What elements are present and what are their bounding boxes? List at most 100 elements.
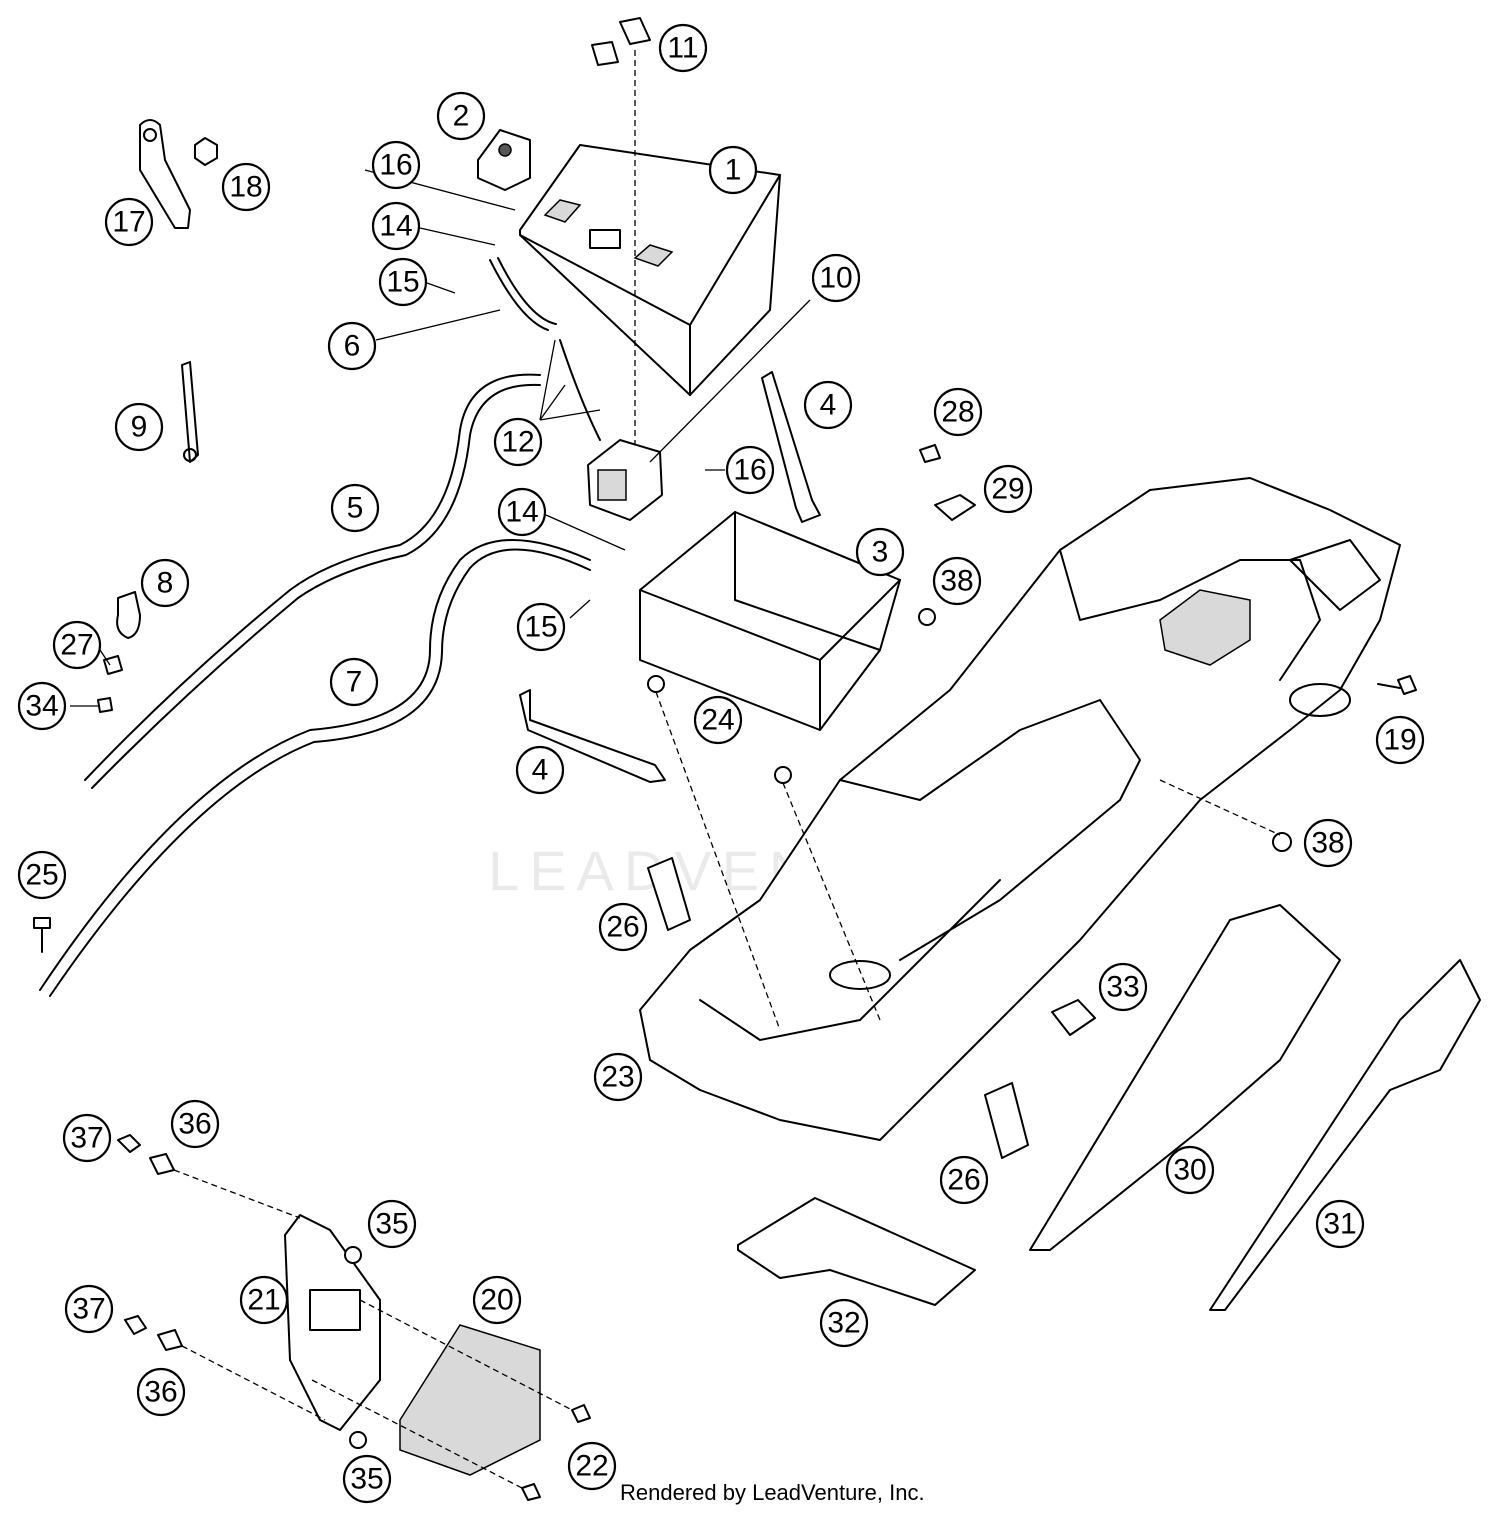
cable-7-inner: [49, 548, 591, 997]
callout-15-upper: 15: [378, 257, 428, 307]
svg-text:14: 14: [379, 210, 412, 243]
starter-relay: [559, 339, 663, 521]
bolt-22-a: [571, 1404, 591, 1423]
clip-33: [1051, 999, 1096, 1036]
callout-32: 32: [819, 1298, 869, 1348]
side-cover-30: [1029, 904, 1341, 1251]
svg-text:37: 37: [72, 1293, 105, 1326]
svg-text:32: 32: [827, 1307, 860, 1340]
callout-27: 27: [52, 620, 102, 670]
svg-text:2: 2: [453, 100, 470, 133]
clip-27: [103, 655, 123, 675]
screw-28: [919, 444, 941, 463]
callout-14-upper: 14: [371, 201, 421, 251]
svg-text:14: 14: [505, 496, 538, 529]
svg-text:9: 9: [131, 411, 148, 444]
voltage-regulator: [399, 1324, 541, 1476]
nut-36-b: [157, 1329, 183, 1351]
svg-text:16: 16: [379, 149, 412, 182]
cable-7: [39, 539, 591, 991]
callout-4-upper: 4: [803, 380, 853, 430]
strap-9: [181, 361, 199, 463]
svg-text:26: 26: [947, 1164, 980, 1197]
fuse-parts: [591, 17, 651, 470]
callout-30: 30: [1165, 1145, 1215, 1195]
callout-17: 17: [104, 197, 154, 247]
cap-8: [116, 591, 141, 639]
callout-16-lower: 16: [725, 445, 775, 495]
rear-subframe: [639, 477, 1401, 1141]
nut-24-b: [774, 766, 792, 784]
nut-35-b: [349, 1431, 367, 1449]
callout-31: 31: [1315, 1199, 1365, 1249]
callout-36-lower: 36: [136, 1367, 186, 1417]
side-cover-31: [1209, 959, 1481, 1311]
svg-text:33: 33: [1106, 971, 1139, 1004]
callout-1: 1: [708, 145, 758, 195]
callout-3: 3: [855, 527, 905, 577]
callout-15-lower: 15: [516, 602, 566, 652]
callout-26-upper: 26: [598, 902, 648, 952]
bolt-37-b: [124, 1315, 147, 1335]
callout-24: 24: [693, 695, 743, 745]
svg-text:4: 4: [820, 389, 837, 422]
svg-text:24: 24: [701, 704, 734, 737]
render-credit: Rendered by LeadVenture, Inc.: [620, 1480, 925, 1505]
svg-text:6: 6: [344, 330, 361, 363]
nut-24-a: [647, 675, 665, 693]
callout-38-upper: 38: [932, 556, 982, 606]
svg-text:11: 11: [667, 32, 698, 65]
svg-text:15: 15: [386, 266, 419, 299]
callout-10: 10: [811, 253, 861, 303]
svg-text:19: 19: [1383, 724, 1416, 757]
callout-6: 6: [327, 321, 377, 371]
svg-text:35: 35: [350, 1463, 383, 1496]
battery: [519, 144, 781, 396]
svg-text:26: 26: [606, 911, 639, 944]
svg-text:34: 34: [25, 690, 58, 723]
cover-32: [737, 1197, 976, 1306]
strap-4-upper: [761, 371, 821, 523]
callout-22: 22: [567, 1441, 617, 1491]
callout-19: 19: [1375, 715, 1425, 765]
regulator-bracket: [284, 1214, 381, 1431]
svg-text:12: 12: [501, 426, 534, 459]
cable-5-inner: [91, 383, 541, 789]
svg-text:38: 38: [940, 565, 973, 598]
bracket-17: [139, 119, 191, 229]
nut-38-lower: [1272, 832, 1292, 852]
svg-text:28: 28: [941, 396, 974, 429]
callout-26-lower: 26: [939, 1155, 989, 1205]
callout-12: 12: [493, 417, 543, 467]
callout-9: 9: [114, 402, 164, 452]
svg-text:1: 1: [725, 154, 742, 187]
nut-38-upper: [918, 608, 936, 626]
svg-text:10: 10: [819, 262, 852, 295]
terminal-cover: [477, 129, 531, 191]
nut-36-a: [149, 1153, 175, 1175]
clip-29: [934, 494, 976, 521]
svg-text:31: 31: [1323, 1208, 1356, 1241]
svg-text:4: 4: [532, 754, 549, 787]
svg-text:38: 38: [1311, 827, 1344, 860]
callout-2: 2: [436, 91, 486, 141]
callout-21: 21: [239, 1275, 289, 1325]
svg-text:25: 25: [25, 859, 58, 892]
nut-35-a: [344, 1246, 362, 1264]
svg-text:5: 5: [347, 492, 364, 525]
cable-6-inner: [497, 257, 557, 325]
clip-34: [97, 697, 113, 713]
callout-37-upper: 37: [62, 1113, 112, 1163]
svg-text:27: 27: [60, 629, 93, 662]
callout-35-upper: 35: [367, 1199, 417, 1249]
bolt-22-b: [521, 1483, 541, 1501]
callout-18: 18: [221, 162, 271, 212]
svg-text:36: 36: [144, 1376, 177, 1409]
svg-text:8: 8: [157, 567, 174, 600]
nut-18: [194, 137, 218, 166]
callout-33: 33: [1098, 962, 1148, 1012]
callout-11: 11: [658, 23, 708, 73]
svg-text:20: 20: [480, 1284, 513, 1317]
clip-26-a: [647, 857, 691, 931]
